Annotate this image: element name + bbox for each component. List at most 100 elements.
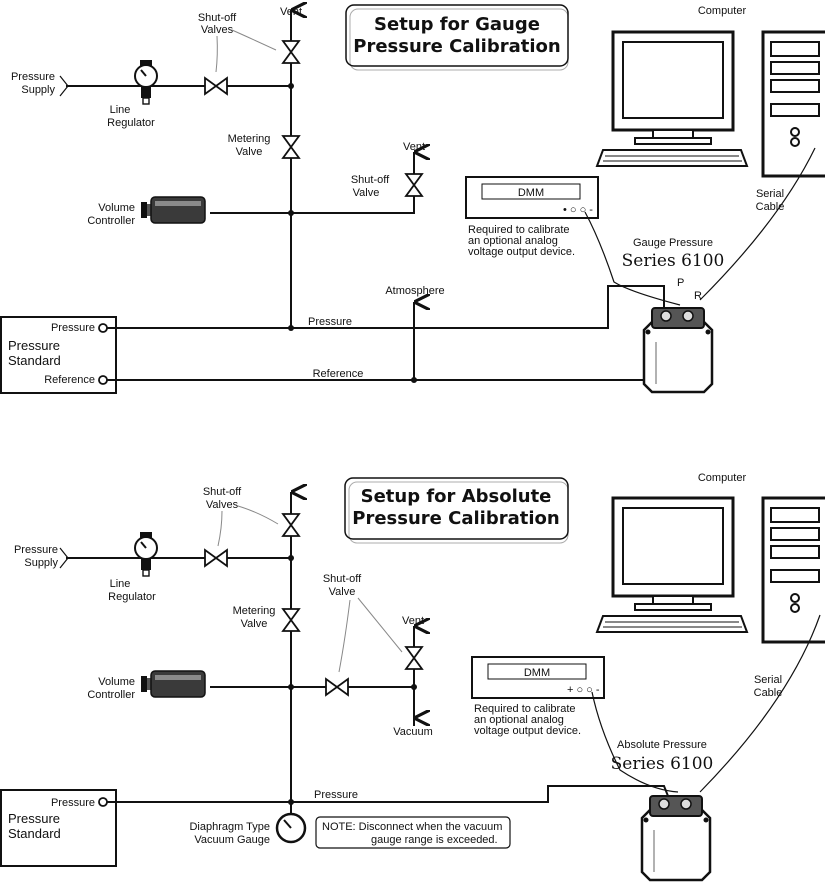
- abs-metering-valve-label-2: Valve: [241, 618, 268, 630]
- shutoff-valves-label-2: Valves: [201, 24, 234, 36]
- serial-cable-label-1: Serial: [756, 188, 784, 200]
- abs-volume-controller[interactable]: [140, 670, 206, 698]
- volume-controller-label-1: Volume: [98, 202, 135, 214]
- svg-text:+ ○ ○ -: + ○ ○ -: [567, 684, 600, 696]
- svg-text:Standard: Standard: [8, 353, 61, 368]
- abs-shutoff-valves-label-1: Shut-off: [203, 486, 242, 498]
- reference-port-label: Reference: [44, 374, 95, 386]
- abs-vacuum-label: Vacuum: [393, 726, 433, 738]
- gauge-setup: Setup for Gauge Pressure Calibration Ven…: [0, 4, 825, 394]
- abs-pressure-port-label: Pressure: [51, 797, 95, 809]
- abs-shutoff-valve-label-2: Valve: [329, 586, 356, 598]
- absolute-title-line2: Pressure Calibration: [352, 508, 559, 529]
- metering-valve[interactable]: [282, 135, 300, 159]
- abs-supply-shutoff-valve[interactable]: [204, 549, 228, 567]
- svg-text:Pressure: Pressure: [8, 338, 60, 353]
- supply-shutoff-valve[interactable]: [204, 77, 228, 95]
- abs-vent-label: Vent: [402, 615, 424, 627]
- atmosphere-label: Atmosphere: [385, 285, 444, 297]
- diaphragm-vacuum-gauge: [275, 812, 307, 844]
- abs-serial-cable-label-1: Serial: [754, 674, 782, 686]
- svg-text:• ○ ○ -: • ○ ○ -: [563, 204, 593, 216]
- abs-required-note-2: an optional analog: [474, 714, 564, 726]
- absolute-title-box: Setup for Absolute Pressure Calibration: [344, 477, 569, 544]
- abs-series-label: Series 6100: [611, 754, 714, 774]
- gauge-title-line1: Setup for Gauge: [374, 14, 540, 35]
- abs-pressure-port[interactable]: [98, 797, 108, 807]
- abs-computer: [595, 496, 825, 644]
- absolute-title-line1: Setup for Absolute: [361, 486, 552, 507]
- abs-line-regulator-label-1: Line: [110, 578, 131, 590]
- vent-shutoff-valve[interactable]: [282, 40, 300, 64]
- shutoff-valves-label-1: Shut-off: [198, 12, 237, 24]
- abs-dmm-label: DMM: [524, 667, 550, 679]
- gauge-title-box: Setup for Gauge Pressure Calibration: [345, 4, 569, 71]
- abs-line-regulator-label-2: Regulator: [108, 591, 156, 603]
- right-shutoff-valve[interactable]: [405, 173, 423, 197]
- abs-shutoff-valve-label-1: Shut-off: [323, 573, 362, 585]
- reference-port[interactable]: [98, 375, 108, 385]
- abs-vacuum-shutoff-valve[interactable]: [325, 678, 349, 696]
- abs-vent-valve[interactable]: [405, 646, 423, 670]
- line-regulator-label-1: Line: [110, 104, 131, 116]
- line-regulator[interactable]: [134, 59, 158, 105]
- pressure-standard: Pressure Standard Pressure Reference: [0, 316, 117, 394]
- note-box: NOTE: Disconnect when the vacuum gauge r…: [315, 816, 511, 849]
- serial-cable-label-2: Cable: [756, 201, 785, 213]
- vent-top-label: Vent: [280, 6, 302, 18]
- abs-serial-cable-label-2: Cable: [754, 687, 783, 699]
- diaphragm-label-2: Vacuum Gauge: [194, 834, 270, 846]
- abs-dmm-box: DMM + ○ ○ -: [471, 656, 605, 699]
- abs-required-note-1: Required to calibrate: [474, 703, 576, 715]
- volume-controller-label-2: Controller: [87, 215, 135, 227]
- abs-pressure-line: [107, 785, 669, 803]
- dmm-box: DMM • ○ ○ -: [465, 176, 599, 219]
- abs-metering-valve-label-1: Metering: [233, 605, 276, 617]
- pressure-supply-label-2: Supply: [21, 84, 55, 96]
- metering-valve-label-1: Metering: [228, 133, 271, 145]
- abs-metering-valve[interactable]: [282, 608, 300, 632]
- abs-dmm-cable: [591, 691, 679, 793]
- abs-required-note-3: voltage output device.: [474, 725, 581, 737]
- pressure-line: [107, 285, 665, 329]
- vent-right-label: Vent: [403, 141, 425, 153]
- gauge-transducer: [642, 306, 714, 394]
- absolute-transducer: [640, 794, 712, 882]
- gauge-title-line2: Pressure Calibration: [353, 36, 560, 57]
- abs-device-type-label: Absolute Pressure: [617, 739, 707, 751]
- pressure-line-label: Pressure: [308, 316, 352, 328]
- abs-pressure-supply-label-1: Pressure: [14, 544, 58, 556]
- dmm-label: DMM: [518, 187, 544, 199]
- required-note-2: an optional analog: [468, 235, 558, 247]
- note-line-1: NOTE: Disconnect when the vacuum: [322, 821, 502, 833]
- svg-text:Standard: Standard: [8, 826, 61, 841]
- volume-controller[interactable]: [140, 196, 206, 224]
- abs-volume-controller-label-1: Volume: [98, 676, 135, 688]
- abs-computer-label: Computer: [698, 472, 747, 484]
- abs-vent-shutoff-valve[interactable]: [282, 513, 300, 537]
- required-note-1: Required to calibrate: [468, 224, 570, 236]
- pressure-port-label: Pressure: [51, 322, 95, 334]
- abs-pressure-line-label: Pressure: [314, 789, 358, 801]
- abs-shutoff-valves-label-2: Valves: [206, 499, 239, 511]
- dmm-cable: [584, 211, 681, 306]
- device-type-label: Gauge Pressure: [633, 237, 713, 249]
- computer-label: Computer: [698, 5, 747, 17]
- required-note-3: voltage output device.: [468, 246, 575, 258]
- reference-line-label: Reference: [313, 368, 364, 380]
- abs-line-regulator[interactable]: [134, 531, 158, 577]
- shutoff-valve-label-1: Shut-off: [351, 174, 390, 186]
- port-r-label: R: [694, 290, 702, 302]
- abs-pressure-supply-label-2: Supply: [24, 557, 58, 569]
- port-p-label: P: [677, 277, 684, 289]
- absolute-setup: Setup for Absolute Pressure Calibration …: [0, 472, 825, 882]
- line-regulator-label-2: Regulator: [107, 117, 155, 129]
- computer: [595, 30, 825, 178]
- shutoff-valve-label-2: Valve: [353, 187, 380, 199]
- metering-valve-label-2: Valve: [236, 146, 263, 158]
- pressure-port[interactable]: [98, 323, 108, 333]
- svg-text:Pressure: Pressure: [8, 811, 60, 826]
- note-line-2: gauge range is exceeded.: [371, 834, 498, 846]
- series-label: Series 6100: [622, 251, 725, 271]
